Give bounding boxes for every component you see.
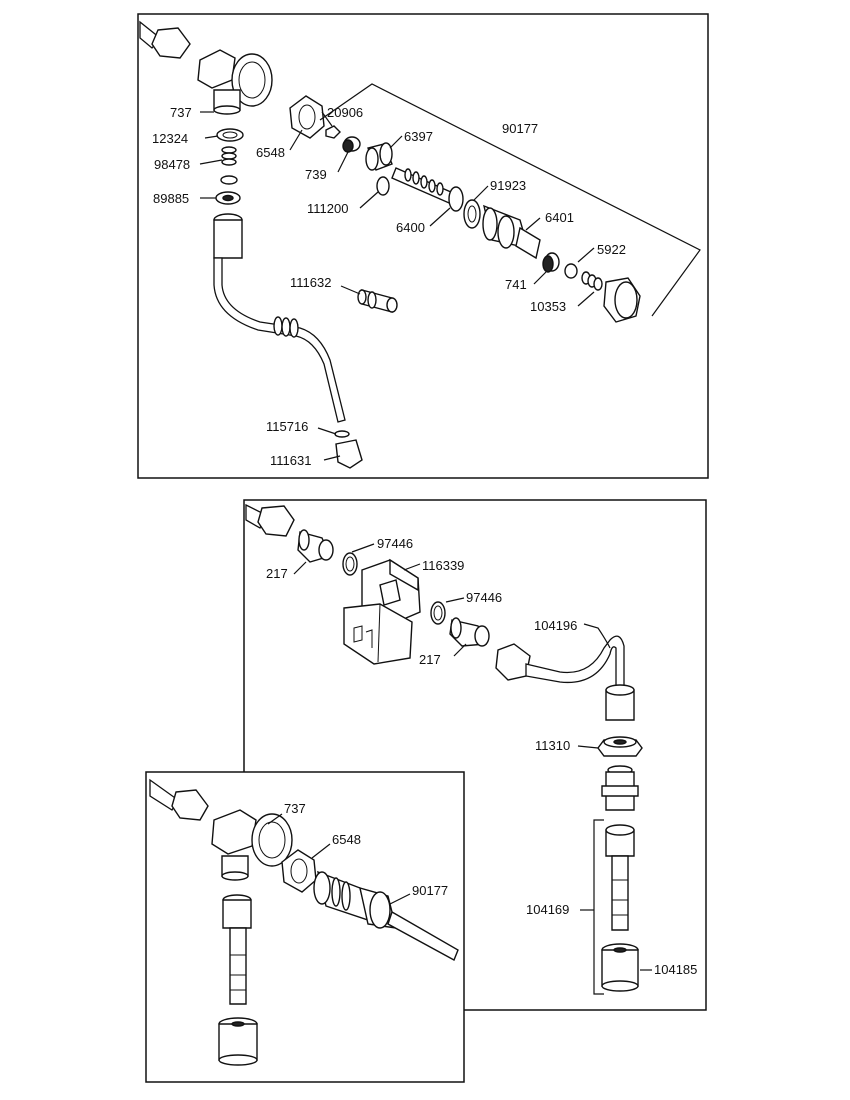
leaders-middle <box>293 543 652 971</box>
spring-10353 <box>581 271 603 291</box>
stem-6400 <box>391 167 464 212</box>
fitting-adapter <box>601 765 639 811</box>
ring-89885 <box>215 191 241 205</box>
label-10353: 10353 <box>530 299 566 314</box>
label-6548: 6548 <box>256 145 285 160</box>
label-90177-top: 90177 <box>502 121 538 136</box>
hex-nut-6548 <box>289 95 325 139</box>
washer-91923 <box>463 199 481 229</box>
panel-bottom: 737 6548 90177 <box>145 771 465 1083</box>
label-6548-bottom: 6548 <box>332 832 361 847</box>
leaders-top <box>199 111 595 461</box>
bent-pipe-104196 <box>495 635 635 721</box>
cap-104185 <box>601 943 639 992</box>
oring-97446-b <box>430 601 446 625</box>
oring-111200 <box>376 176 390 196</box>
label-91923: 91923 <box>490 178 526 193</box>
inlet-pipe-bottom <box>149 778 209 821</box>
valve-body-737-bottom <box>211 809 293 881</box>
label-739: 739 <box>305 167 327 182</box>
inlet-pipe-middle <box>245 503 295 537</box>
washer-small <box>220 175 238 185</box>
cap-nut <box>603 277 641 323</box>
label-116339: 116339 <box>422 558 464 573</box>
bracket-90177 <box>319 83 701 317</box>
inlet-pipe <box>139 20 191 59</box>
valve-90177-bottom <box>313 870 459 961</box>
fitting-111632 <box>357 289 398 313</box>
fitting-217-a <box>297 529 334 563</box>
oring-97446-a <box>342 552 358 576</box>
panel-middle: 97446 217 116339 97446 104196 217 11310 … <box>243 499 707 1011</box>
label-741: 741 <box>505 277 527 292</box>
label-97446-b: 97446 <box>466 590 502 605</box>
body-6401 <box>482 204 541 260</box>
bushing-6397 <box>365 142 393 171</box>
cap-bottom <box>218 1017 258 1066</box>
nut-11310 <box>597 736 643 757</box>
label-111200: 111200 <box>307 201 348 216</box>
washer-12324 <box>216 128 244 142</box>
tube-104169 <box>605 824 635 931</box>
washer-5922 <box>564 263 578 279</box>
label-6400: 6400 <box>396 220 425 235</box>
label-737-bottom: 737 <box>284 801 306 816</box>
leaders-bottom <box>267 813 411 905</box>
tube-bottom <box>222 894 252 1005</box>
label-737: 737 <box>170 105 192 120</box>
label-89885: 89885 <box>153 191 189 206</box>
solenoid-116339 <box>343 558 421 665</box>
label-115716: 115716 <box>266 419 308 434</box>
spring-98478 <box>221 146 237 166</box>
label-5922: 5922 <box>597 242 626 257</box>
label-97446-a: 97446 <box>377 536 413 551</box>
nut-111631 <box>335 439 363 469</box>
panel-top: 737 12324 98478 89885 6548 20906 6397 73… <box>137 13 709 479</box>
label-90177-bottom: 90177 <box>412 883 448 898</box>
label-217-b: 217 <box>419 652 441 667</box>
panel-middle-frame <box>243 499 707 1011</box>
label-217-a: 217 <box>266 566 288 581</box>
label-6401: 6401 <box>545 210 574 225</box>
panel-top-frame <box>137 13 709 479</box>
label-104169: 104169 <box>526 902 569 917</box>
label-6397: 6397 <box>404 129 433 144</box>
label-111631: 111631 <box>270 453 311 468</box>
label-111632: 111632 <box>290 275 331 290</box>
valve-body-737 <box>197 49 273 115</box>
label-104185: 104185 <box>654 962 697 977</box>
fitting-217-b <box>449 617 490 647</box>
bracket-104169 <box>593 819 604 995</box>
label-98478: 98478 <box>154 157 190 172</box>
nut-20906 <box>325 125 341 139</box>
label-20906: 20906 <box>327 105 363 120</box>
bent-tube <box>213 213 346 423</box>
washer-115716 <box>334 430 350 438</box>
label-11310: 11310 <box>535 738 570 753</box>
label-12324: 12324 <box>152 131 188 146</box>
label-104196: 104196 <box>534 618 577 633</box>
